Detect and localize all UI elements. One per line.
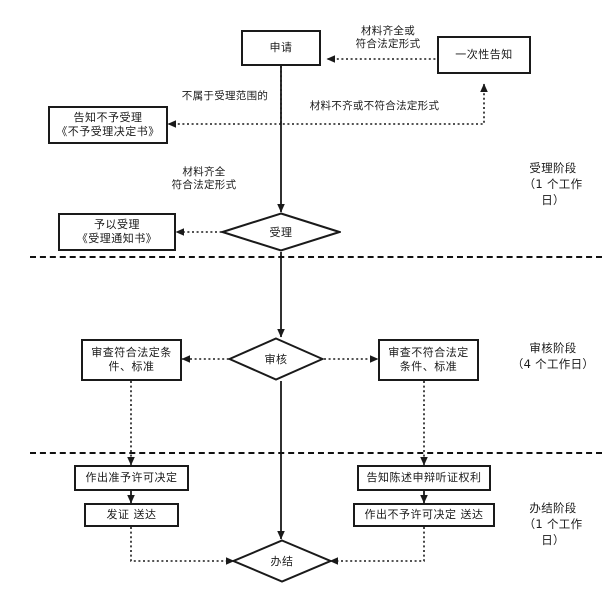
node-one-time-notice[interactable]: 一次性告知	[437, 36, 531, 74]
node-deny-permit-decision[interactable]: 作出不予许可决定 送达	[353, 503, 495, 527]
node-notify-reject-acceptance[interactable]: 告知不予受理 《不予受理决定书》	[48, 106, 168, 144]
node-acceptance-decision[interactable]: 受理	[221, 212, 341, 252]
diamond-shape	[232, 539, 332, 583]
edge-label-materials-incomplete-or-illegal: 材料不齐或不符合法定形式	[309, 100, 440, 112]
diamond-shape	[228, 337, 324, 381]
node-review-decision-label: 审核	[264, 353, 288, 366]
divider-review-completion	[30, 452, 602, 454]
stage-label-completion: 办结阶段 （1 个工作 日）	[523, 501, 583, 547]
divider-acceptance-review	[30, 256, 602, 258]
stage-label-review: 审核阶段 （4 个工作日）	[511, 341, 595, 371]
stage-label-acceptance: 受理阶段 （1 个工作 日）	[523, 161, 583, 207]
diamond-shape	[221, 212, 341, 252]
node-review-conform[interactable]: 审查符合法定条 件、标准	[81, 339, 182, 381]
node-grant-permit-decision[interactable]: 作出准予许可决定	[74, 465, 189, 491]
node-acceptance-decision-label: 受理	[269, 226, 293, 239]
node-completion[interactable]: 办结	[232, 539, 332, 583]
node-review-not-conform[interactable]: 审查不符合法定 条件、标准	[378, 339, 479, 381]
node-apply[interactable]: 申请	[241, 30, 321, 66]
node-issue-and-deliver[interactable]: 发证 送达	[84, 503, 179, 527]
node-grant-acceptance[interactable]: 予以受理 《受理通知书》	[58, 213, 176, 251]
node-notify-statement-rights[interactable]: 告知陈述申辩听证权利	[357, 465, 491, 491]
edge-label-not-in-scope: 不属于受理范围的	[181, 90, 269, 102]
edge-label-materials-complete-or-legal: 材料齐全或 符合法定形式	[355, 25, 421, 50]
edge-label-materials-complete-legal: 材料齐全 符合法定形式	[171, 166, 237, 191]
node-review-decision[interactable]: 审核	[228, 337, 324, 381]
node-completion-label: 办结	[270, 555, 294, 568]
